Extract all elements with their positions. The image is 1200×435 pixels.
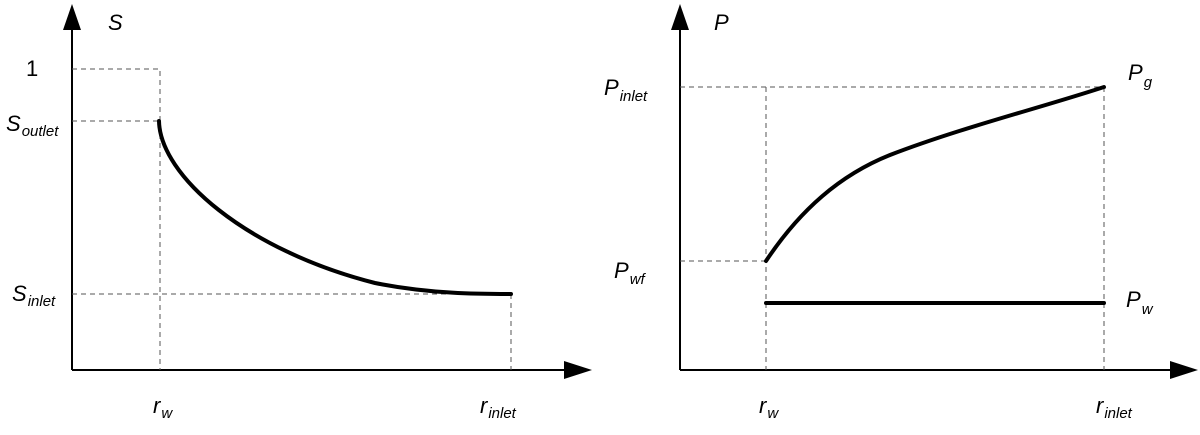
tick-one-label: 1 — [26, 56, 38, 81]
s-outlet-label: Soutlet — [6, 111, 59, 140]
p-wf-label: Pwf — [614, 258, 647, 288]
r-inlet-label-right: rinlet — [1096, 393, 1133, 422]
saturation-plot: S 1 Soutlet Sinlet rw rinlet — [6, 4, 592, 422]
right-y-axis-arrow — [671, 4, 689, 30]
r-w-label-left: rw — [153, 393, 173, 422]
r-inlet-label-left: rinlet — [480, 393, 517, 422]
s-inlet-label: Sinlet — [12, 281, 56, 310]
saturation-curve — [157, 119, 513, 296]
right-x-axis-arrow — [1170, 361, 1198, 379]
right-y-axis-label: P — [714, 10, 729, 35]
pressure-plot: P Pinlet Pwf Pg Pw rw rinlet — [604, 4, 1198, 422]
p-inlet-label: Pinlet — [604, 75, 648, 105]
p-w-label: Pw — [1126, 287, 1154, 318]
guide-s-one — [72, 68, 161, 370]
left-y-axis-arrow — [63, 4, 81, 30]
gas-pressure-curve — [764, 85, 1106, 263]
left-y-axis-label: S — [108, 10, 123, 35]
left-x-axis-arrow — [564, 361, 592, 379]
r-w-label-right: rw — [759, 393, 779, 422]
p-g-label: Pg — [1128, 60, 1153, 91]
